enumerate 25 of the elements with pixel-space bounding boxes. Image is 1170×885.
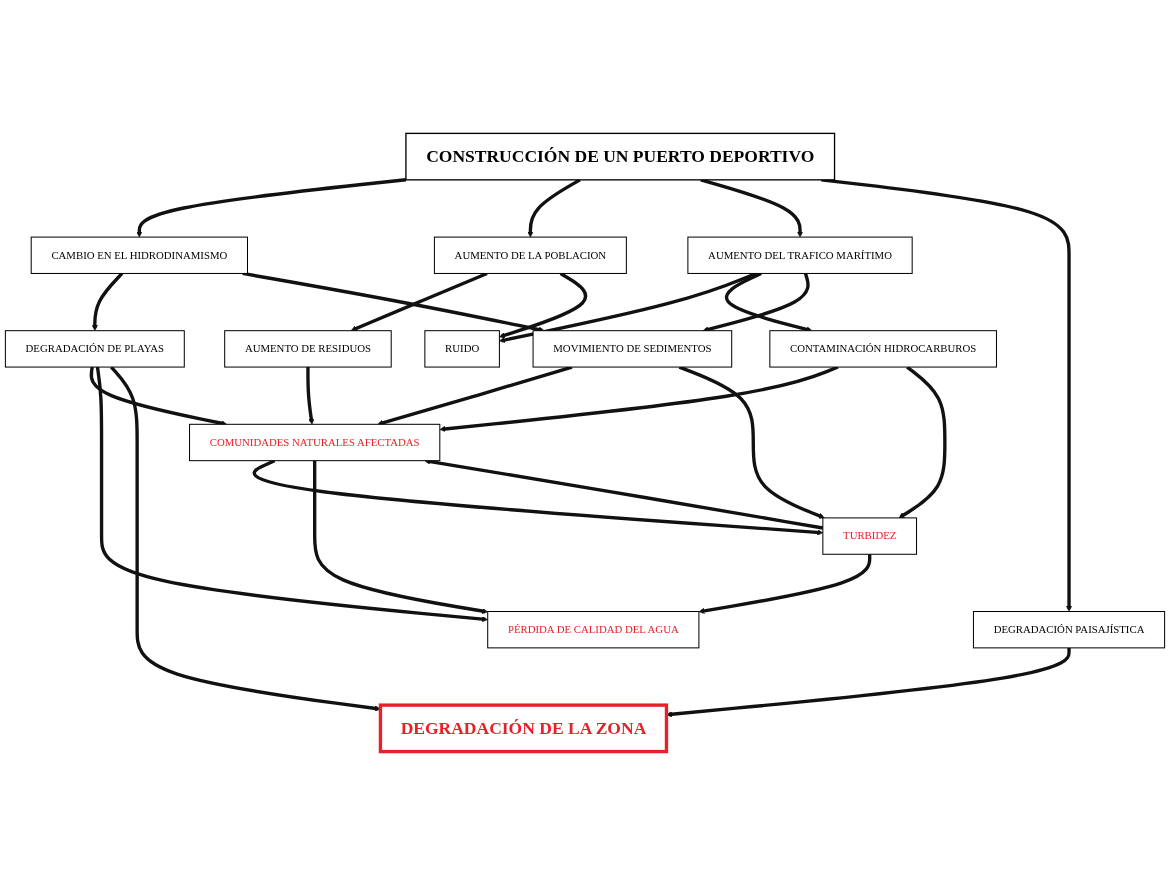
arrow	[306, 367, 315, 425]
node-box: TURBIDEZ	[822, 517, 918, 555]
node-box: AUMENTO DE RESIDUOS	[224, 330, 392, 368]
node-box: PÉRDIDA DE CALIDAD DEL AGUA	[487, 611, 700, 649]
arrow	[700, 178, 803, 238]
arrow	[698, 554, 872, 614]
node-box: AUMENTO DEL TRAFICO MARÍTIMO	[687, 236, 913, 274]
node-box: DEGRADACIÓN PAISAJÍSTICA	[972, 611, 1166, 649]
node-box: COMUNIDADES NATURALES AFECTADAS	[189, 423, 441, 462]
node-box: AUMENTO DE LA POBLACION	[433, 236, 627, 274]
arrow	[313, 460, 488, 614]
arrow	[91, 272, 124, 331]
arrow	[242, 271, 545, 333]
arrow	[527, 178, 581, 238]
node-box: MOVIMIENTO DE SEDIMENTOS	[532, 330, 733, 368]
node-box: CONTAMINACIÓN HIDROCARBUROS	[769, 330, 997, 368]
arrow	[821, 178, 1072, 612]
node-box: RUIDO	[424, 330, 500, 368]
node-box: CAMBIO EN EL HIDRODINAMISMO	[30, 236, 248, 274]
arrow	[136, 178, 407, 238]
arrow	[95, 366, 488, 623]
arrow	[499, 272, 588, 339]
node-box: CONSTRUCCIÓN DE UN PUERTO DEPORTIVO	[405, 132, 836, 181]
node-box: DEGRADACIÓN DE LA ZONA	[378, 703, 669, 754]
node-box: DEGRADACIÓN DE PLAYAS	[4, 330, 185, 368]
